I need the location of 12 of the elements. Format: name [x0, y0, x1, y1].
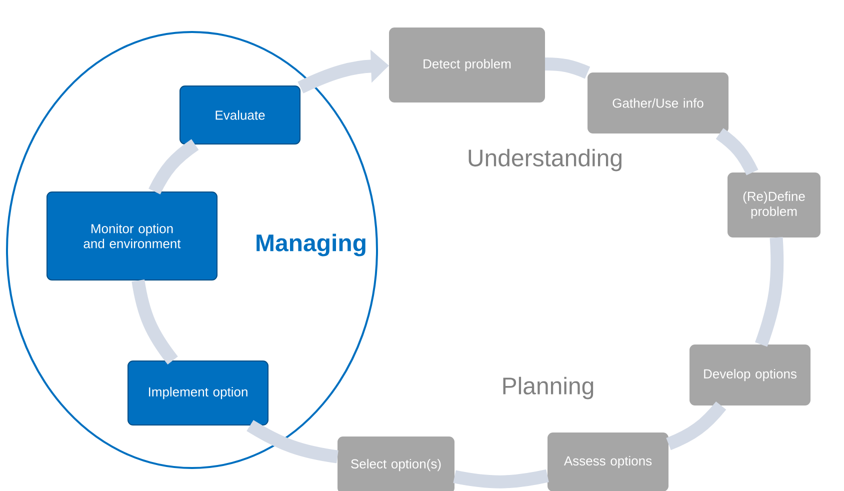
- process-box: Gather/Use info: [588, 72, 728, 134]
- process-box: Evaluate: [180, 86, 300, 144]
- process-box: Monitor option and environment: [46, 192, 218, 280]
- process-box: Implement option: [128, 360, 268, 426]
- phase-label: Planning: [503, 376, 594, 400]
- process-box: Detect problem: [389, 28, 545, 102]
- process-box: Develop options: [690, 344, 810, 406]
- process-box: Select option(s): [338, 436, 454, 491]
- process-box: Assess options: [548, 432, 668, 491]
- process-box: (Re)Define problem: [728, 172, 820, 238]
- group-title: Managing: [256, 234, 366, 256]
- phase-label: Understanding: [468, 148, 622, 172]
